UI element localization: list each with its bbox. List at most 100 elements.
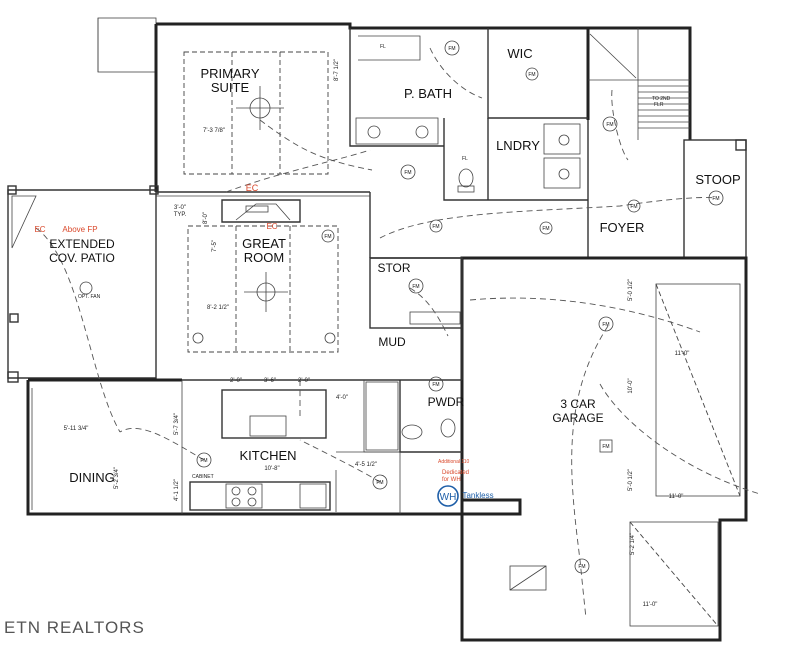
dim-island-side: 4'-0" [336,395,348,401]
ec-patio-label: EC [34,225,45,234]
dim-great-typ: TYP. [174,212,187,218]
fixture-circle [321,229,335,243]
dim-garage-g: 11'-0" [643,602,658,608]
wiring [35,47,761,619]
dim-garage-a: 5'-0 1/2" [628,279,634,301]
room-label-stoop: STOOP [695,172,740,187]
dim-island-c: 2'-0" [298,378,310,384]
room-label-suite: SUITE [211,80,250,95]
room-label-garage: GARAGE [552,411,603,425]
cabinet-label: CABINET [192,474,214,480]
watermark-logo: ETN REALTORS [4,618,145,637]
kitchen-island [189,389,401,514]
dimension-labels: 7'-3 7/8" 8'-7 1/2" 3'-0" TYP. 8'-0" 7'-… [64,59,690,608]
room-label-foyer: FOYER [600,220,645,235]
fixture-circle [324,332,336,344]
ec-top-label: EC [246,183,259,193]
additional-110-label: Additional 110 [438,459,470,465]
great-room-tray [187,225,339,353]
dim-suite-width: 7'-3 7/8" [203,128,225,134]
fm-label: FM [324,234,331,240]
fl-label: FL [462,156,468,162]
fixture-circle [429,219,443,233]
fixture-circle [428,376,444,392]
fixture-circle [539,221,553,235]
dim-kitchen-low: 4'-1 1/2" [174,479,180,501]
fm-label: FM [200,458,207,464]
dim-island-a: 2'-0" [230,378,242,384]
fm-label: FM [712,196,719,202]
fm-label: FM [448,46,455,52]
dim-garage-b: 11'-0" [675,351,690,357]
fm-label: FM [606,122,613,128]
fixture-circle [192,332,204,344]
room-label-dining: DINING [69,470,115,485]
room-label-p-bath: P. BATH [404,86,452,101]
fixture-circle [574,558,590,574]
fm-label: FM [528,72,535,78]
fixture-circle [708,190,724,206]
fixture-circle [196,452,212,468]
water-heater-tankless: WH Tankless [437,485,494,507]
dim-kitchen-w: 10'-8" [264,466,279,472]
primary-suite-tray [183,51,329,175]
flr-label: FLR [654,102,664,108]
fixture-circle [627,199,641,213]
room-label-mud: MUD [378,335,406,349]
dim-garage-e: 11'-0" [669,494,684,500]
dim-dining-w: 5'-11 3/4" [64,426,89,432]
room-label-room: ROOM [244,250,284,265]
opt-fan-label: OPT. FAN [78,294,101,300]
fireplace [221,199,301,223]
room-label-kitchen: KITCHEN [239,448,296,463]
wh-label: WH [440,492,457,503]
above-fp-label: Above FP [62,225,97,234]
fixture-circle [602,116,618,132]
dim-island-b: 3'-6" [264,378,276,384]
tankless-label: Tankless [462,491,493,500]
room-label-primary: PRIMARY [201,66,260,81]
room-label-extended: EXTENDED [49,237,115,251]
water-heater-icon [437,485,459,507]
bath-walls [349,28,588,201]
dim-garage-c: 10'-0" [628,378,634,393]
dedicated-label: Dedicated [442,470,469,476]
dim-mud-v: 4'-5 1/2" [355,462,377,468]
exterior-walls [7,17,748,642]
fixture-circle [400,164,416,180]
dim-great-top: 3'-0" [174,205,186,211]
fm-label: FM [432,224,439,230]
dim-great-v1: 8'-0" [203,212,209,224]
fm-label: FM [404,170,411,176]
dim-kitchen-v: 5'-7 3/4" [174,413,180,435]
room-label-pwdr: PWDR [428,395,465,409]
room-label-stor: STOR [377,261,410,275]
for-wh-label: for WH [442,477,461,483]
fm-label: FM [412,284,419,290]
ec-mid-label: EC [266,222,277,231]
fixture-circle [372,474,388,490]
dim-great-width: 8'-2 1/2" [207,305,229,311]
fm-label: FM [376,480,383,486]
fm-labels: FM FM FM FM FM FM FM FM FM FM FM FM FM F… [78,44,720,570]
fm-label: FM [602,444,609,450]
room-label-great: GREAT [242,236,286,251]
room-label-3-car: 3 CAR [560,397,596,411]
fixture-circle [444,40,460,56]
to-2nd-label: TO 2ND [652,96,671,102]
fixture-circle [79,281,93,295]
room-label-lndry: LNDRY [496,138,540,153]
fixture-rect [599,439,613,453]
fixture-circle [408,278,424,294]
light-fixtures [79,40,724,574]
room-label-cov-patio: COV. PATIO [49,251,115,265]
fm-label: FM [432,382,439,388]
fixture-circle [525,67,539,81]
fm-label: FM [602,322,609,328]
electrical-annotations: EC EC EC Above FP Additional 110 Dedicat… [34,183,469,483]
fl-label: FL [380,44,386,50]
fm-label: FM [578,564,585,570]
dim-garage-f: 5'-2 1/4" [630,533,636,555]
fixture-circle [598,316,614,332]
